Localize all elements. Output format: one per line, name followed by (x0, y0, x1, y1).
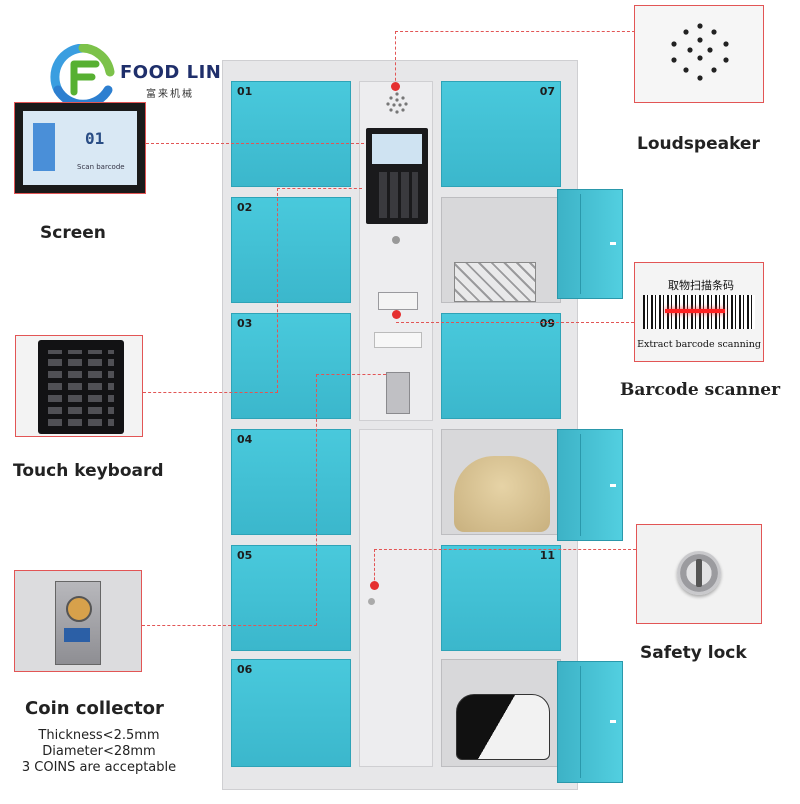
speaker-holes-icon (671, 23, 729, 81)
coin-leader-line (142, 625, 317, 626)
coin-spec-acceptable: 3 COINS are acceptable (21, 760, 177, 775)
scanner-laser-icon (665, 309, 725, 313)
food-line-logo-icon (50, 44, 115, 109)
indicator-strip (374, 332, 422, 348)
screen-leader-line (146, 143, 364, 144)
coin-mechanism-image (55, 581, 101, 665)
locker-number: 11 (539, 549, 555, 562)
keyboard-label: Touch keyboard (13, 461, 164, 481)
barcode-scanner-slot[interactable] (378, 292, 418, 310)
coin-slot[interactable] (386, 372, 410, 414)
brand-name: FOOD LINE (120, 62, 235, 83)
locker-door-02[interactable]: 02 (231, 197, 351, 303)
barcode-photo: 取物扫描条码 Extract barcode scanning (634, 262, 764, 362)
loudspeaker-marker (391, 82, 400, 91)
lock-cylinder-icon (677, 551, 721, 595)
locker-number: 06 (237, 663, 253, 676)
locker-door-04[interactable]: 04 (231, 429, 351, 535)
locker-door-09[interactable]: 09 (441, 313, 561, 419)
coin-spec-diameter: Diameter<28mm (42, 744, 156, 759)
screen-photo: 01 Scan barcode (14, 102, 146, 194)
barcode-sign-en: Extract barcode scanning (637, 339, 761, 350)
lower-center-door[interactable] (359, 429, 433, 767)
lower-keyhole-icon (368, 598, 375, 605)
open-locker-bay-2 (441, 429, 561, 535)
loudspeaker-leader-line (395, 31, 635, 32)
speaker-grille-icon (386, 92, 408, 114)
open-locker-bay-3 (441, 659, 561, 767)
lock-leader-line (374, 549, 636, 550)
locker-door-06[interactable]: 06 (231, 659, 351, 767)
geometric-bag-image (454, 262, 536, 302)
locker-number: 07 (539, 85, 555, 98)
open-locker-door-1[interactable] (557, 189, 623, 299)
open-locker-bay-1 (441, 197, 561, 303)
control-panel-column (359, 81, 433, 421)
barcode-marker (392, 310, 401, 319)
coin-leader-top (316, 374, 386, 375)
locker-number: 03 (237, 317, 253, 330)
locker-door-05[interactable]: 05 (231, 545, 351, 651)
coin-leader-rise (316, 374, 317, 626)
locker-door-07[interactable]: 07 (441, 81, 561, 187)
coin-collector-label: Coin collector (25, 698, 164, 719)
loudspeaker-leader-drop (395, 31, 396, 86)
locker-door-11[interactable]: 11 (441, 545, 561, 651)
keyboard-photo (15, 335, 143, 437)
open-locker-door-2[interactable] (557, 429, 623, 541)
keypad-image (38, 340, 124, 434)
keyboard-leader-rise (277, 188, 278, 393)
brand-subtitle: 富来机械 (146, 89, 194, 100)
keyboard-leader-top (277, 188, 362, 189)
coin-collector-photo (14, 570, 142, 672)
locker-door-03[interactable]: 03 (231, 313, 351, 419)
barcode-leader-line (396, 322, 634, 323)
safety-lock-photo (636, 524, 762, 624)
terminal-panel (366, 128, 428, 224)
keyboard-leader-line (143, 392, 278, 393)
barcode-sign-cn: 取物扫描条码 (668, 279, 734, 292)
beige-handbag-image (454, 456, 550, 532)
terminal-screen[interactable] (372, 134, 422, 164)
locker-door-01[interactable]: 01 (231, 81, 351, 187)
brand-logo: FOOD LINE 富来机械 (50, 44, 280, 114)
locker-cabinet: 01 02 03 04 05 06 07 09 (222, 60, 623, 790)
keyhole-icon (392, 236, 400, 244)
coin-spec-thickness: Thickness<2.5mm (38, 728, 160, 743)
terminal-keypad[interactable] (376, 172, 418, 218)
lock-marker (370, 581, 379, 590)
loudspeaker-photo (634, 5, 764, 103)
coin-slot-icon (66, 596, 92, 622)
screen-door-graphic (33, 123, 55, 171)
screen-display-number: 01 (85, 129, 105, 148)
locker-number: 02 (237, 201, 253, 214)
locker-number: 09 (539, 317, 555, 330)
barcode-label: Barcode scanner (620, 380, 781, 400)
locker-number: 04 (237, 433, 253, 446)
locker-number: 01 (237, 85, 253, 98)
open-locker-door-3[interactable] (557, 661, 623, 783)
black-white-bag-image (456, 694, 550, 760)
lock-leader-drop (374, 549, 375, 585)
screen-label: Screen (40, 223, 106, 243)
loudspeaker-label: Loudspeaker (637, 134, 760, 154)
locker-number: 05 (237, 549, 253, 562)
screen-display-caption: Scan barcode (77, 163, 125, 171)
safety-lock-label: Safety lock (640, 643, 747, 663)
